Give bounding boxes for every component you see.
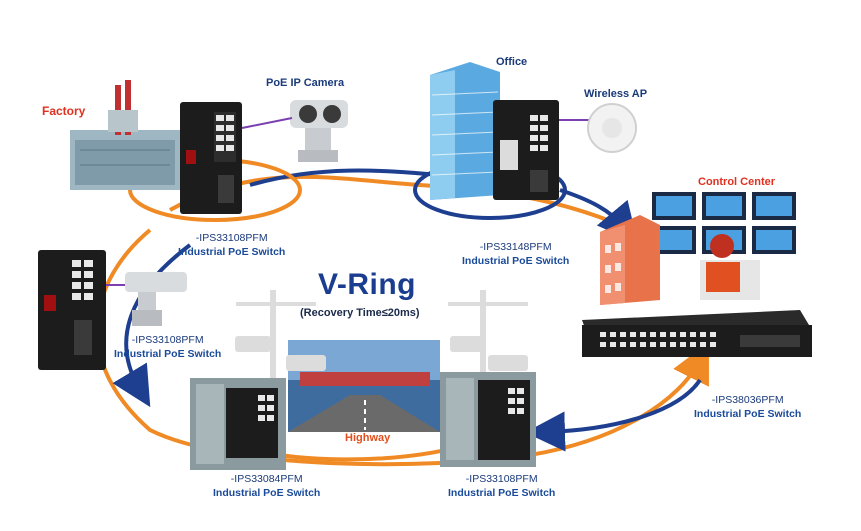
wireless-ap-label: Wireless AP (584, 88, 648, 100)
highway-poles (235, 290, 528, 450)
wireless-ap (587, 103, 637, 153)
switch-model: -IPS33108PFM (131, 334, 204, 346)
switch-label-office: -IPS33148PFM Industrial PoE Switch (462, 240, 569, 268)
control-center-building (600, 215, 660, 305)
switch-control-center (582, 310, 812, 357)
upper-orange-ring (169, 174, 621, 227)
switch-label-left: -IPS33108PFM Industrial PoE Switch (114, 333, 221, 361)
switch-model: -IPS33108PFM (465, 473, 538, 485)
highway-label: Highway (345, 432, 391, 444)
factory-label: Factory (42, 104, 86, 118)
switch-type: Industrial PoE Switch (114, 348, 222, 360)
blue-ring-left (112, 243, 192, 408)
office-building (430, 62, 500, 200)
inner-blue-ring (249, 168, 441, 187)
switch-label-control-center: -IPS38036PFM Industrial PoE Switch (694, 393, 801, 421)
switch-model: -IPS33148PFM (479, 241, 552, 253)
switch-left (38, 250, 106, 370)
office-label: Office (496, 56, 528, 68)
poe-ip-camera (290, 100, 348, 162)
diagram-title: V-Ring (318, 268, 416, 301)
left-camera (125, 272, 187, 326)
control-center-label: Control Center (698, 176, 775, 188)
switch-type: Industrial PoE Switch (694, 408, 802, 420)
switch-factory (180, 102, 242, 214)
factory-building (70, 80, 180, 190)
switch-model: -IPS33108PFM (195, 232, 268, 244)
control-center-monitors (652, 192, 796, 300)
blue-ring-right (525, 378, 702, 452)
switch-type: Industrial PoE Switch (462, 255, 570, 267)
diagram-subtitle: (Recovery Time≤20ms) (300, 307, 420, 319)
switch-type: Industrial PoE Switch (213, 487, 321, 499)
switch-label-highway-left: -IPS33084PFM Industrial PoE Switch (213, 472, 320, 500)
switch-office (493, 100, 559, 200)
switch-model: -IPS38036PFM (711, 394, 784, 406)
camera-cable (241, 117, 293, 129)
highway-scene (288, 340, 440, 432)
switch-type: Industrial PoE Switch (448, 487, 556, 499)
poe-camera-label: PoE IP Camera (266, 77, 345, 89)
highway-cabinet-left (190, 378, 286, 470)
switch-label-highway-right: -IPS33108PFM Industrial PoE Switch (448, 472, 555, 500)
switch-model: -IPS33084PFM (230, 473, 303, 485)
switch-label-factory: -IPS33108PFM Industrial PoE Switch (178, 231, 285, 259)
switch-type: Industrial PoE Switch (178, 246, 286, 258)
highway-cabinet-right (440, 372, 536, 467)
